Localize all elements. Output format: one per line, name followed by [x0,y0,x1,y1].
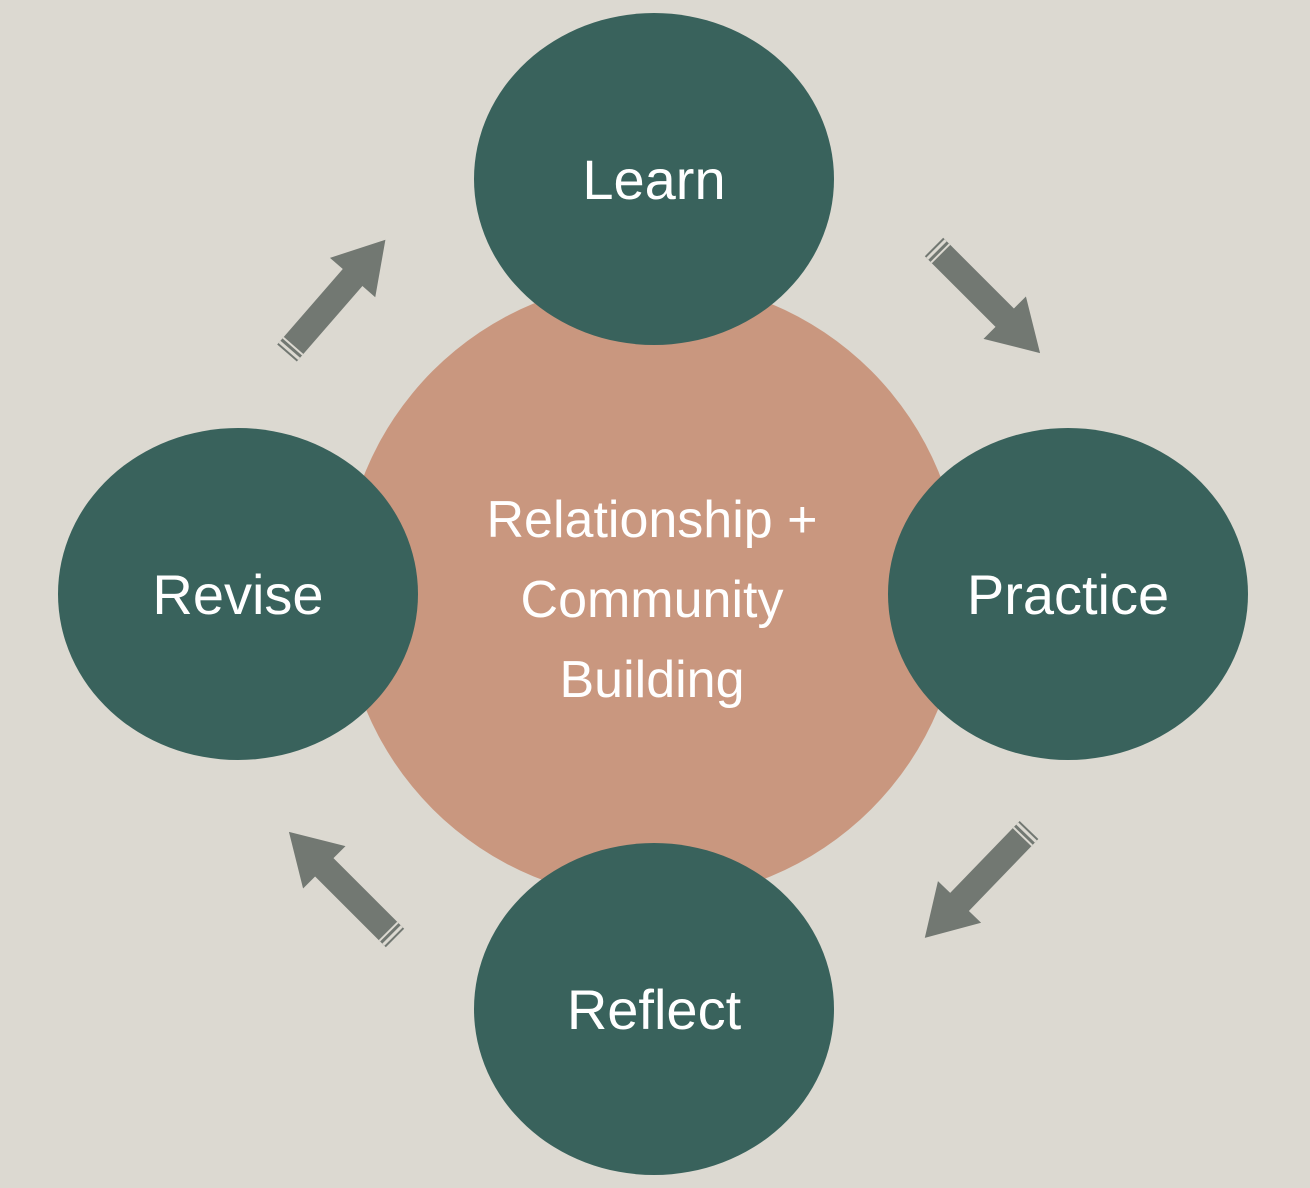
node-practice: Practice [888,428,1248,760]
node-reflect: Reflect [474,843,834,1175]
center-label-line-1: Relationship + [486,491,818,549]
node-learn: Learn [474,13,834,345]
arrow-learn-to-practice-icon [912,225,1062,375]
arrow-practice-to-reflect-icon [903,809,1051,959]
node-revise-label: Revise [152,562,324,626]
arrow-revise-to-learn-icon [264,220,409,373]
node-learn-label: Learn [582,147,726,211]
center-label-line-3: Building [559,651,745,709]
node-revise: Revise [58,428,418,760]
node-reflect-label: Reflect [566,977,742,1041]
arrow-reflect-to-revise-icon [267,810,417,960]
node-practice-label: Practice [966,562,1170,626]
center-label: Relationship + Community Building [432,480,872,720]
center-circle [342,280,962,900]
center-label-line-2: Community [520,571,784,629]
